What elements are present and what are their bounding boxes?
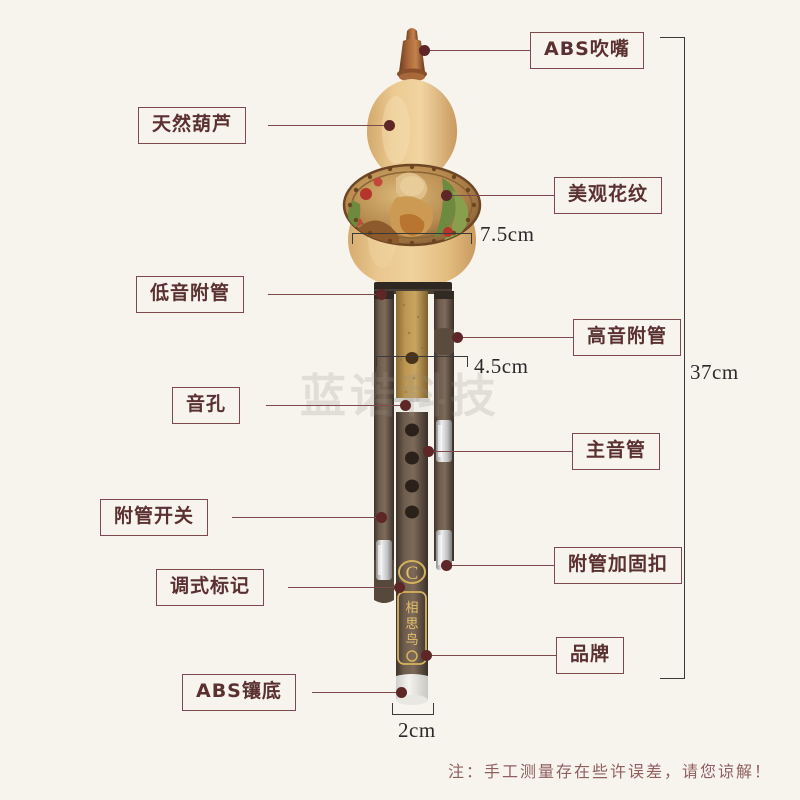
leader-line-treble-drone-pipe bbox=[461, 337, 573, 339]
label-natural-gourd[interactable]: 天然葫芦 bbox=[138, 107, 247, 144]
anchor-dot-finger-hole bbox=[400, 400, 411, 411]
bass-drone-pipe-part bbox=[374, 291, 394, 603]
leader-line-drone-switch bbox=[232, 517, 382, 519]
label-abs-base[interactable]: ABS镶底 bbox=[182, 674, 296, 711]
leader-line-bass-drone-pipe bbox=[268, 294, 380, 296]
leader-line-drone-reinforce-clip bbox=[450, 565, 554, 567]
anchor-dot-main-pipe bbox=[423, 446, 434, 457]
leader-line-natural-gourd bbox=[268, 125, 390, 127]
dimension-bracket-gourd-width bbox=[352, 233, 472, 244]
svg-text:思: 思 bbox=[405, 617, 418, 632]
dimension-bracket-total-length bbox=[660, 37, 685, 679]
leader-line-abs-mouthpiece bbox=[430, 50, 530, 52]
anchor-dot-drone-reinforce-clip bbox=[441, 560, 452, 571]
anchor-dot-abs-base bbox=[396, 687, 407, 698]
label-drone-reinforce-clip[interactable]: 附管加固扣 bbox=[554, 547, 683, 584]
dimension-bracket-base-width bbox=[392, 703, 434, 715]
label-beautiful-pattern[interactable]: 美观花纹 bbox=[554, 177, 663, 214]
leader-line-finger-hole bbox=[266, 405, 408, 407]
dimension-total-length: 37cm bbox=[690, 360, 739, 384]
gourd-body-part bbox=[348, 79, 476, 288]
main-pipe-part: C 相 思 鸟 bbox=[394, 291, 430, 705]
anchor-dot-natural-gourd bbox=[384, 120, 395, 131]
label-treble-drone-pipe[interactable]: 高音附管 bbox=[573, 319, 682, 356]
anchor-dot-brand bbox=[421, 650, 432, 661]
key-marking-engraving: C bbox=[398, 560, 426, 584]
label-bass-drone-pipe[interactable]: 低音附管 bbox=[136, 276, 245, 313]
svg-text:相: 相 bbox=[405, 601, 418, 616]
dimension-bracket-pipe-span bbox=[376, 356, 468, 367]
anchor-dot-drone-switch bbox=[376, 512, 387, 523]
label-key-marking[interactable]: 调式标记 bbox=[156, 569, 265, 606]
leader-line-brand bbox=[430, 655, 556, 657]
anchor-dot-key-marking bbox=[394, 582, 405, 593]
label-drone-switch[interactable]: 附管开关 bbox=[100, 499, 209, 536]
dimension-base-width: 2cm bbox=[398, 718, 436, 742]
anchor-dot-bass-drone-pipe bbox=[376, 289, 387, 300]
leader-line-main-pipe bbox=[432, 451, 572, 453]
anchor-dot-abs-mouthpiece bbox=[419, 45, 430, 56]
measurement-note: 注：手工测量存在些许误差，请您谅解！ bbox=[447, 762, 772, 781]
label-finger-hole[interactable]: 音孔 bbox=[172, 387, 241, 424]
svg-text:鸟: 鸟 bbox=[405, 632, 418, 648]
label-brand[interactable]: 品牌 bbox=[556, 637, 625, 674]
leader-line-key-marking bbox=[288, 587, 400, 589]
treble-drone-pipe-part bbox=[434, 291, 454, 570]
dimension-gourd-width: 7.5cm bbox=[480, 222, 535, 246]
anchor-dot-beautiful-pattern bbox=[441, 190, 452, 201]
label-abs-mouthpiece[interactable]: ABS吹嘴 bbox=[530, 32, 644, 69]
leader-line-beautiful-pattern bbox=[450, 195, 554, 197]
svg-text:C: C bbox=[406, 563, 419, 584]
anchor-dot-treble-drone-pipe bbox=[452, 332, 463, 343]
dimension-pipe-span: 4.5cm bbox=[474, 354, 529, 378]
leader-line-abs-base bbox=[312, 692, 404, 694]
label-main-pipe[interactable]: 主音管 bbox=[572, 433, 661, 470]
